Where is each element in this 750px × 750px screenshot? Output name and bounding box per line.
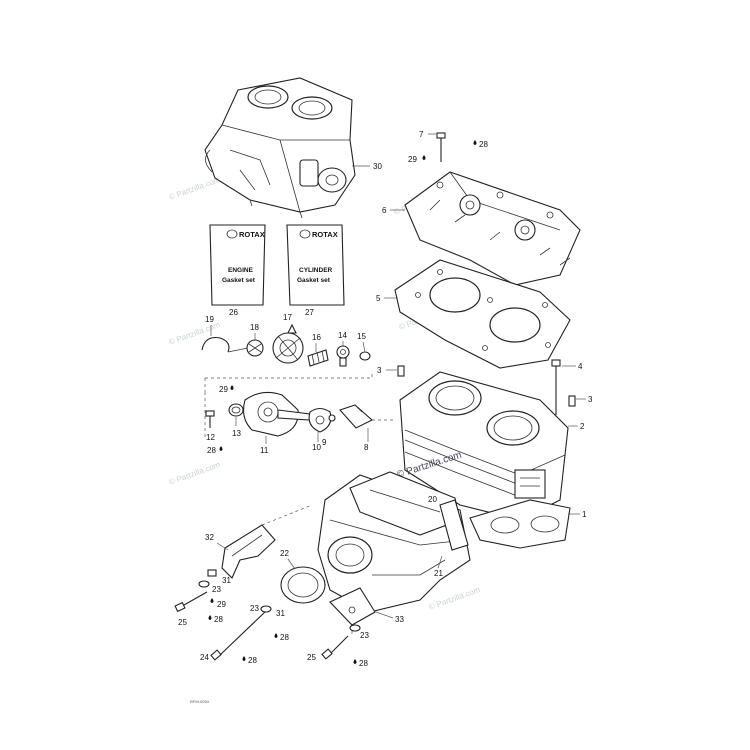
rotary-valve-cover-gasket[interactable]: [308, 407, 332, 433]
crankcase-assembly[interactable]: [204, 77, 356, 219]
cylinder-head-gasket[interactable]: [394, 259, 571, 369]
callout-33[interactable]: 33: [395, 615, 404, 624]
callout-27[interactable]: 27: [305, 308, 314, 317]
callout-11[interactable]: 11: [260, 446, 269, 455]
callout-28[interactable]: 28: [214, 615, 223, 624]
callout-25[interactable]: 25: [307, 653, 316, 662]
callout-28[interactable]: 28: [359, 659, 368, 668]
watermark-faint: © Partzilla.com: [168, 460, 222, 487]
callout-23[interactable]: 23: [212, 585, 221, 594]
dowel-pin[interactable]: [568, 395, 576, 407]
callout-14[interactable]: 14: [338, 331, 347, 340]
kit-brand: ROTAX: [239, 230, 265, 239]
long-mounting-bolt[interactable]: [210, 611, 266, 661]
water-pump-housing[interactable]: [272, 323, 304, 364]
callout-8[interactable]: 8: [364, 443, 369, 452]
cylinder-base-gasket[interactable]: [469, 499, 571, 549]
callout-31[interactable]: 31: [276, 609, 285, 618]
callout-1[interactable]: 1: [582, 510, 587, 519]
dowel-pin[interactable]: [397, 365, 405, 377]
water-pump-shaft-spring[interactable]: [307, 349, 329, 367]
callout-16[interactable]: 16: [312, 333, 321, 342]
water-pump-impeller[interactable]: [246, 339, 264, 357]
callout-19[interactable]: 19: [205, 315, 214, 324]
oil-injection-fitting[interactable]: [328, 414, 336, 422]
callout-29[interactable]: 29: [217, 600, 226, 609]
callout-23[interactable]: 23: [250, 604, 259, 613]
callout-29[interactable]: 29: [408, 155, 417, 164]
engine-gasket-set[interactable]: ROTAX ENGINE Gasket set: [209, 224, 266, 306]
water-pump-hose-clamp[interactable]: [201, 336, 253, 353]
watermark-faint: © Partzilla.com: [168, 175, 222, 202]
callout-21[interactable]: 21: [434, 569, 443, 578]
callout-3[interactable]: 3: [588, 395, 593, 404]
drawing-reference: RFM-0054: [190, 699, 210, 704]
water-pump-o-ring[interactable]: [359, 351, 371, 361]
callout-2[interactable]: 2: [580, 422, 585, 431]
callout-18[interactable]: 18: [250, 323, 259, 332]
cylinder-head[interactable]: [404, 171, 581, 286]
water-outlet-fitting[interactable]: [339, 404, 373, 429]
callout-12[interactable]: 12: [206, 433, 215, 442]
support-bracket-left[interactable]: [221, 524, 276, 579]
callout-10[interactable]: 10: [312, 443, 321, 452]
callout-28[interactable]: 28: [280, 633, 289, 642]
callout-15[interactable]: 15: [357, 332, 366, 341]
kit-line-1: ENGINE: [228, 267, 254, 274]
callout-4[interactable]: 4: [578, 362, 583, 371]
kit-line-2: Gasket set: [222, 277, 256, 284]
cylinder-gasket-set[interactable]: ROTAX CYLINDER Gasket set: [286, 224, 345, 306]
mounting-screw[interactable]: [174, 591, 208, 613]
callout-30[interactable]: 30: [373, 162, 382, 171]
callout-31[interactable]: 31: [222, 576, 231, 585]
callout-7[interactable]: 7: [419, 130, 424, 139]
watermark-faint: © Partzilla.com: [428, 585, 482, 612]
kit-line-2: Gasket set: [297, 277, 331, 284]
callout-28[interactable]: 28: [248, 656, 257, 665]
rotary-valve-o-ring[interactable]: [228, 403, 244, 417]
cylinder[interactable]: [399, 371, 569, 521]
support-bracket-right[interactable]: [329, 587, 376, 626]
callout-25[interactable]: 25: [178, 618, 187, 627]
callout-13[interactable]: 13: [232, 429, 241, 438]
kit-brand: ROTAX: [312, 230, 338, 239]
mounting-screw[interactable]: [321, 635, 349, 660]
callout-22[interactable]: 22: [280, 549, 289, 558]
washer[interactable]: [198, 580, 210, 588]
callout-24[interactable]: 24: [200, 653, 209, 662]
callout-3[interactable]: 3: [377, 366, 382, 375]
callout-23[interactable]: 23: [360, 631, 369, 640]
kit-line-1: CYLINDER: [299, 267, 333, 274]
lock-nut[interactable]: [207, 569, 217, 577]
cylinder-stud[interactable]: [551, 359, 561, 415]
callout-28[interactable]: 28: [479, 140, 488, 149]
cylinder-head-screw[interactable]: [436, 132, 446, 162]
washer[interactable]: [260, 605, 272, 613]
callout-17[interactable]: 17: [283, 313, 292, 322]
callout-5[interactable]: 5: [376, 294, 381, 303]
water-pump-nut[interactable]: [336, 345, 350, 367]
carburetor-flange-gasket[interactable]: [280, 566, 326, 604]
cover-screw[interactable]: [205, 410, 215, 428]
washer[interactable]: [349, 624, 361, 632]
callout-32[interactable]: 32: [205, 533, 214, 542]
callout-6[interactable]: 6: [382, 206, 387, 215]
intake-gasket-21[interactable]: [439, 499, 469, 551]
callout-9[interactable]: 9: [322, 438, 327, 447]
rotary-valve-cover[interactable]: [243, 391, 311, 437]
callout-20[interactable]: 20: [428, 495, 437, 504]
callout-26[interactable]: 26: [229, 308, 238, 317]
callout-29[interactable]: 29: [219, 385, 228, 394]
callout-28[interactable]: 28: [207, 446, 216, 455]
